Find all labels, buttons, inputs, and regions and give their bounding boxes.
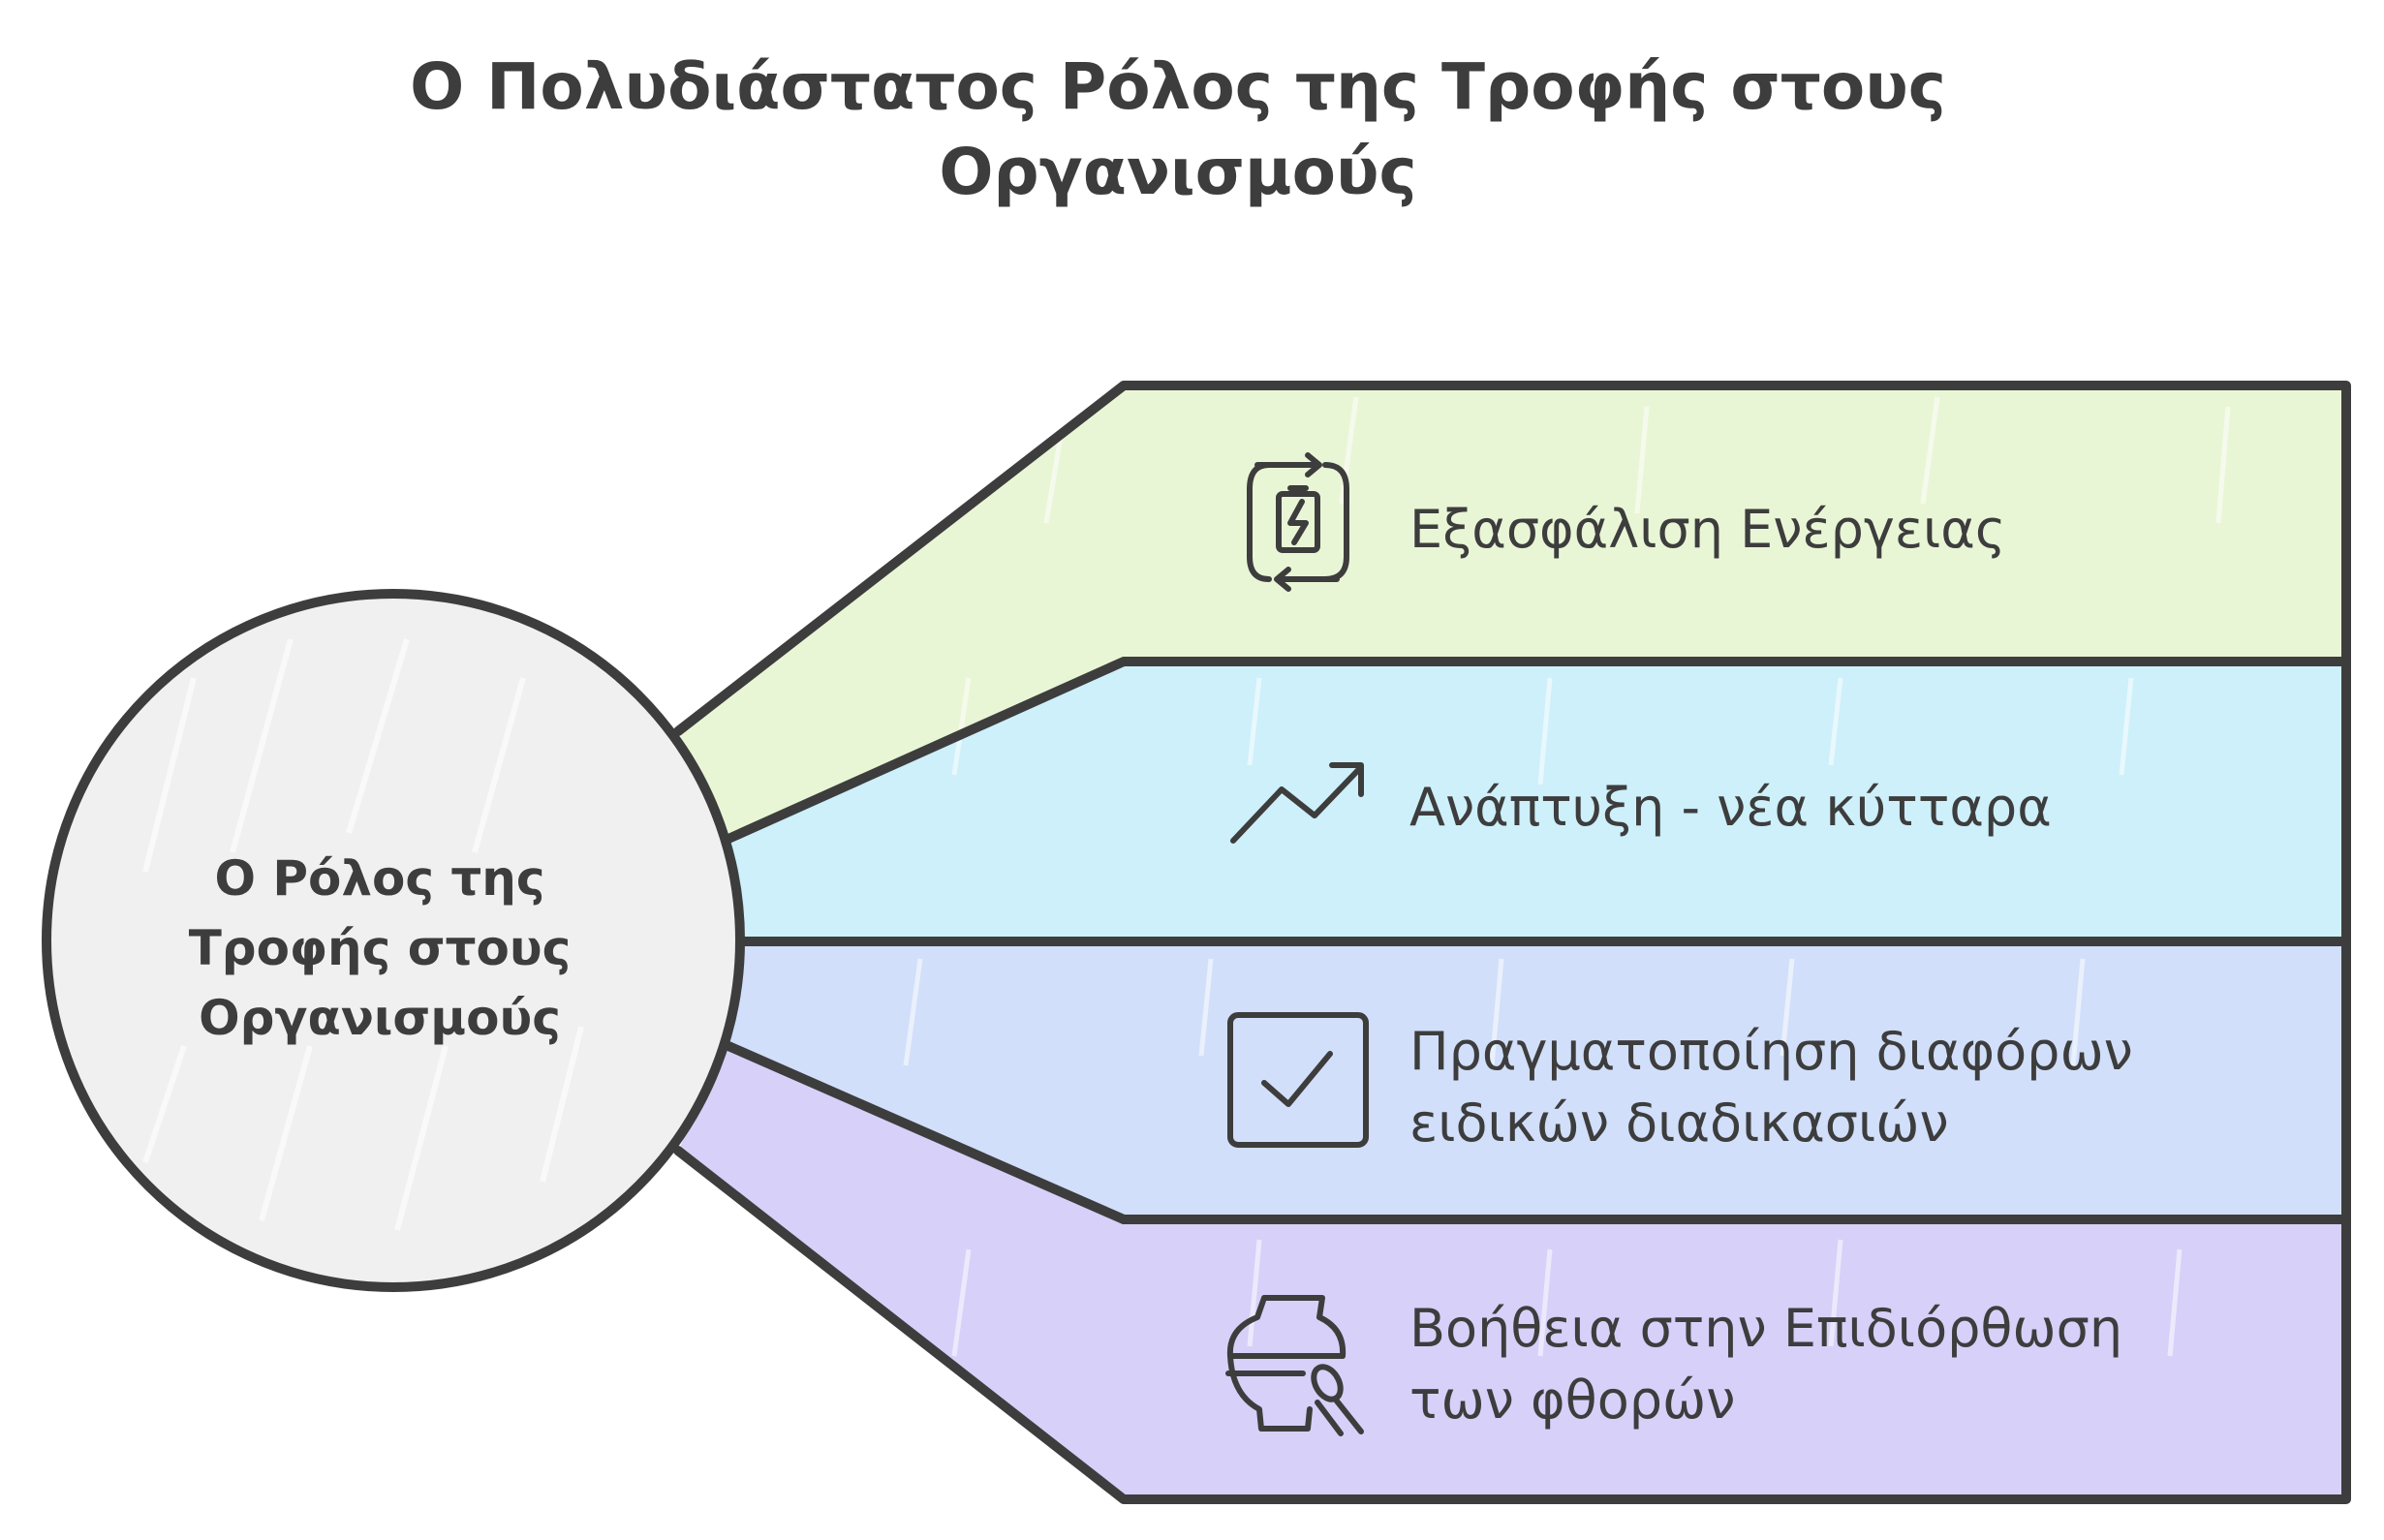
center-hatch [142,638,584,1231]
branch-2-label: Ανάπτυξη - νέα κύτταρα [1409,777,2052,838]
branch-4-label-line-1: Βοήθεια στην Επιδιόρθωση [1409,1298,2122,1359]
branch-4: Βοήθεια στην Επιδιόρθωση των φθορών [1225,1295,2122,1436]
branch-1-label: Εξασφάλιση Ενέργειας [1409,499,2006,560]
branch-2-band [728,662,2346,941]
battery-refresh-icon [1247,452,1349,592]
center-node: Ο Ρόλος της Τροφής στους Οργανισμούς [42,589,745,1292]
branch-1: Εξασφάλιση Ενέργειας [1247,452,2006,592]
checkbox-icon [1227,1012,1369,1148]
center-circle [42,589,745,1292]
diagram-title: Ο Πολυδιάστατος Ρόλος της Τροφής στους Ο… [410,49,1946,209]
branch-3-label-line-1: Πραγματοποίηση διαφόρων [1409,1021,2133,1082]
branch-1-band [678,385,2346,839]
branch-3-band [728,941,2346,1219]
branch-outlines [673,381,2351,1504]
hatch-texture [850,396,2231,1357]
jar-spoon-icon [1225,1295,1364,1436]
branch-2: Ανάπτυξη - νέα κύτταρα [1230,762,2052,844]
title-line-1: Ο Πολυδιάστατος Ρόλος της Τροφής στους [410,49,1946,124]
center-label-line-2: Τροφής στους [189,920,572,976]
center-label-line-1: Ο Ρόλος της [214,850,544,907]
trending-up-icon [1230,762,1364,844]
branch-3-label-line-2: ειδικών διαδικασιών [1409,1093,1949,1154]
branch-4-label-line-2: των φθορών [1409,1370,1735,1431]
center-label-line-3: Οργανισμούς [199,990,561,1046]
branch-4-band [678,1046,2346,1499]
title-line-2: Οργανισμούς [939,135,1416,209]
branch-3: Πραγματοποίηση διαφόρων ειδικών διαδικασ… [1227,1012,2133,1154]
